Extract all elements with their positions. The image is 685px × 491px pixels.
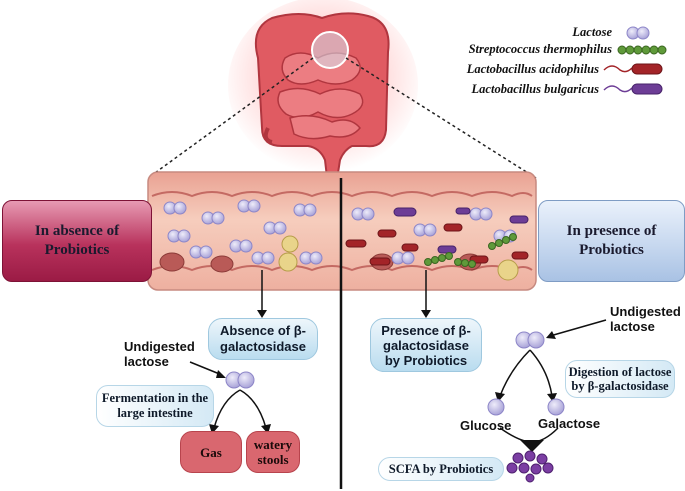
lactose-right-icon xyxy=(515,331,545,349)
scfa-text: SCFA by Probiotics xyxy=(388,461,494,476)
intestine-illustration xyxy=(228,0,418,191)
legend-icons xyxy=(603,26,667,95)
arrow-undigested-right xyxy=(549,319,607,337)
digestion-text: Digestion of lactose by β-galactosidase xyxy=(568,365,672,393)
stools-text: watery stools xyxy=(253,437,293,467)
gas-text: Gas xyxy=(200,444,222,460)
presence-probiotics-title: In presence of Probiotics xyxy=(566,223,657,258)
galactose-icon xyxy=(547,398,565,416)
stools-label: watery stools xyxy=(246,431,300,473)
galactose-label: Galactose xyxy=(538,416,601,431)
arrow-to-stools xyxy=(239,389,267,429)
presence-enzyme-label: Presence of β-galactosidase by Probiotic… xyxy=(370,318,482,372)
undigested-left-label: Undigested lactose xyxy=(124,339,195,369)
absence-probiotics-title: In absence of Probiotics xyxy=(34,223,120,258)
presence-probiotics-box: In presence of Probiotics xyxy=(538,200,685,282)
streptococcus-legend-icon xyxy=(617,45,667,55)
fermentation-text: Fermentation in the large intestine xyxy=(101,391,209,420)
legend-bulgaricus: Lactobacillus bulgaricus xyxy=(471,82,599,96)
arrow-to-gas xyxy=(213,389,241,429)
legend-streptococcus: Streptococcus thermophilus xyxy=(468,42,612,56)
glucose-label: Glucose xyxy=(460,418,512,433)
undigested-right-label: Undigested lactose xyxy=(610,304,681,334)
zoom-line-left xyxy=(147,57,314,179)
absence-enzyme-text: Absence of β-galactosidase xyxy=(220,323,306,354)
lactose-section-left xyxy=(163,199,323,265)
scfa-icon xyxy=(506,450,554,483)
probiotics-section-right xyxy=(345,207,529,268)
lactose-left-icon xyxy=(225,371,255,389)
legend-acidophilus: Lactobacillus acidophilus xyxy=(466,62,599,76)
absence-probiotics-box: In absence of Probiotics xyxy=(2,200,152,282)
absence-enzyme-label: Absence of β-galactosidase xyxy=(208,318,318,360)
arrow-to-glucose xyxy=(499,349,531,397)
digestion-label: Digestion of lactose by β-galactosidase xyxy=(565,360,675,398)
acidophilus-legend-icon xyxy=(631,63,663,75)
zoom-line-right xyxy=(345,57,537,179)
arrow-undigested-left xyxy=(189,361,223,376)
glucose-icon xyxy=(487,398,505,416)
bulgaricus-legend-icon xyxy=(631,83,663,95)
arrow-to-galactose xyxy=(529,349,553,397)
fermentation-label: Fermentation in the large intestine xyxy=(96,385,214,427)
scfa-label: SCFA by Probiotics xyxy=(378,457,504,481)
merge-arrowhead xyxy=(520,440,544,452)
legend-lactose: Lactose xyxy=(572,25,612,39)
presence-enzyme-text: Presence of β-galactosidase by Probiotic… xyxy=(381,322,471,368)
gas-label: Gas xyxy=(180,431,242,473)
